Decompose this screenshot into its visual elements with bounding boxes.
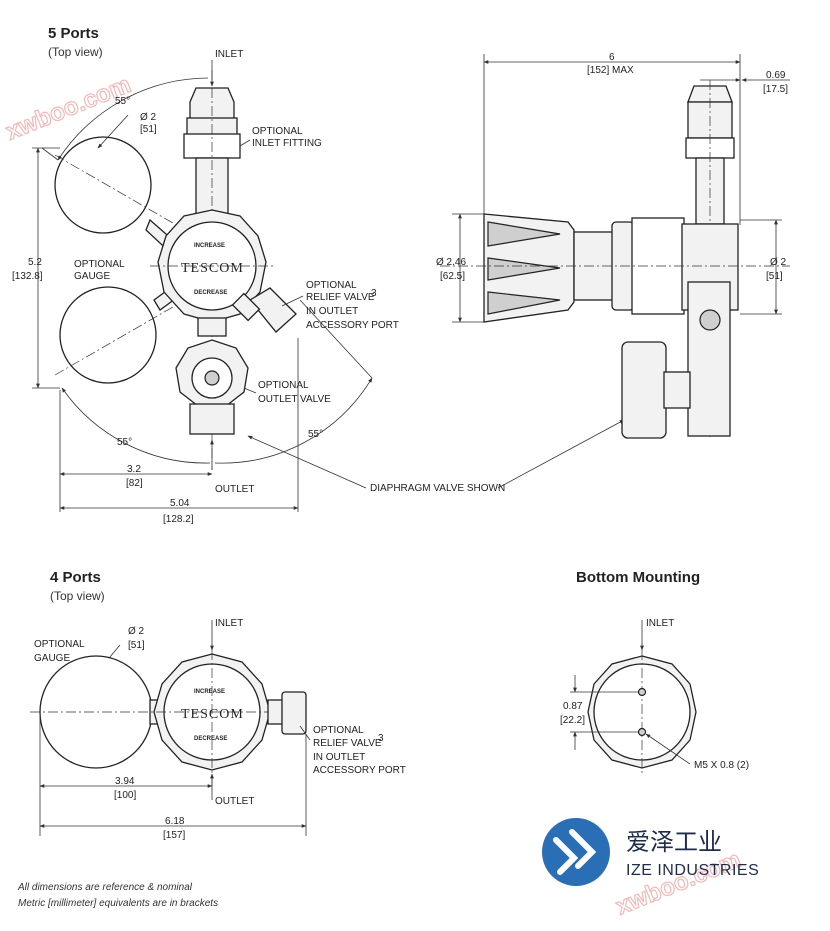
- diaphragm-note: DIAPHRAGM VALVE SHOWN: [370, 483, 505, 494]
- four-width-b: 6.18: [165, 816, 185, 827]
- five-height: 5.2: [28, 257, 42, 268]
- four-ports-drawing: INLET OPTIONAL GAUGE Ø 2 [51] INCREASE T…: [30, 618, 406, 841]
- side-view-drawing: 6 [152] MAX 0.69 [17.5] Ø 2.46 [62.5]: [436, 52, 790, 440]
- side-offset-mm: [17.5]: [763, 84, 788, 95]
- logo-cn-text: 爱泽工业: [626, 828, 722, 856]
- four-relief-2: RELIEF VALVE: [313, 738, 382, 749]
- five-ports-title: 5 Ports: [48, 25, 99, 42]
- five-width-b-mm: [128.2]: [163, 514, 194, 525]
- five-relief-2: RELIEF VALVE: [306, 292, 375, 303]
- side-offset: 0.69: [766, 70, 786, 81]
- logo-en-text: IZE INDUSTRIES: [626, 862, 759, 879]
- five-width-a: 3.2: [127, 464, 141, 475]
- watermark-top: xwboo.com: [2, 71, 135, 145]
- four-relief-1: OPTIONAL: [313, 725, 364, 736]
- lower-gauge-icon: [59, 286, 157, 384]
- five-outlet-valve-1: OPTIONAL: [258, 380, 309, 391]
- side-body-dia-mm: [51]: [766, 271, 783, 282]
- bottom-spacing: 0.87: [563, 701, 583, 712]
- footnote-2: Metric [millimeter] equivalents are in b…: [18, 898, 218, 909]
- four-width-a: 3.94: [115, 776, 135, 787]
- five-width-a-mm: [82]: [126, 478, 143, 489]
- four-gauge-dia-mm: [51]: [128, 640, 145, 651]
- five-outlet-valve-2: OUTLET VALVE: [258, 394, 331, 405]
- four-inlet-label: INLET: [215, 618, 243, 629]
- five-optional-gauge-1: OPTIONAL: [74, 259, 125, 270]
- five-outlet-label: OUTLET: [215, 484, 254, 495]
- five-relief-3: IN OUTLET: [306, 306, 358, 317]
- four-width-a-mm: [100]: [114, 790, 136, 801]
- five-inlet-fitting-2: INLET FITTING: [252, 138, 322, 149]
- four-optional-gauge-1: OPTIONAL: [34, 639, 85, 650]
- five-ports-subtitle: (Top view): [48, 45, 103, 59]
- side-length-mm: [152] MAX: [587, 65, 634, 76]
- five-optional-gauge-2: GAUGE: [74, 271, 110, 282]
- side-length: 6: [609, 52, 615, 63]
- side-outlet-body-icon: [687, 281, 731, 437]
- five-gauge-dia-mm: [51]: [140, 124, 157, 135]
- four-relief-3: IN OUTLET: [313, 752, 365, 763]
- four-relief-4: ACCESSORY PORT: [313, 765, 406, 776]
- relief-valve-icon: [249, 287, 297, 333]
- four-relief-valve-icon: [281, 691, 307, 735]
- side-handwheel-icon: [621, 341, 667, 439]
- four-width-b-mm: [157]: [163, 830, 185, 841]
- four-ports-title: 4 Ports: [50, 569, 101, 586]
- four-gauge-dia: Ø 2: [128, 626, 145, 637]
- five-height-mm: [132.8]: [12, 271, 43, 282]
- bottom-spacing-mm: [22.2]: [560, 715, 585, 726]
- four-optional-gauge-2: GAUGE: [34, 653, 70, 664]
- watermark-bottom: xwboo.com: [612, 846, 745, 920]
- side-knob-dia-mm: [62.5]: [440, 271, 465, 282]
- four-ports-subtitle: (Top view): [50, 589, 105, 603]
- mount-hole-top-icon: [637, 687, 647, 697]
- five-width-b: 5.04: [170, 498, 190, 509]
- five-inlet-fitting-1: OPTIONAL: [252, 126, 303, 137]
- bottom-inlet-label: INLET: [646, 618, 674, 629]
- company-logo: 爱泽工业 IZE INDUSTRIES: [542, 818, 759, 886]
- mount-hole-bottom-icon: [637, 727, 647, 737]
- bottom-mounting-drawing: INLET 0.87 [22.2] M5 X 0.8 (2): [560, 618, 749, 775]
- side-body-dia: Ø 2: [770, 257, 787, 268]
- four-increase-label: INCREASE: [194, 689, 225, 695]
- four-outlet-label: OUTLET: [215, 796, 254, 807]
- five-decrease-label: DECREASE: [194, 290, 227, 296]
- five-ports-drawing: INCREASE TESCOM DECREASE: [41, 70, 373, 470]
- bottom-mounting-title: Bottom Mounting: [576, 569, 700, 586]
- five-increase-label: INCREASE: [194, 243, 225, 249]
- five-inlet-label: INLET: [215, 49, 243, 60]
- five-angle-left: 55°: [117, 437, 132, 448]
- side-knob-dia: Ø 2.46: [436, 257, 466, 268]
- bottom-thread: M5 X 0.8 (2): [694, 760, 749, 771]
- upper-gauge-icon: [54, 136, 152, 234]
- five-gauge-dia: Ø 2: [140, 112, 157, 123]
- five-relief-sup: 3: [371, 288, 377, 299]
- four-brand-label: TESCOM: [181, 707, 244, 722]
- five-brand-label: TESCOM: [181, 261, 244, 276]
- four-relief-sup: 3: [378, 733, 384, 744]
- five-relief-4: ACCESSORY PORT: [306, 320, 399, 331]
- logo-mark-icon: [542, 818, 610, 886]
- five-angle-top: 55°: [115, 96, 130, 107]
- four-decrease-label: DECREASE: [194, 736, 227, 742]
- five-relief-1: OPTIONAL: [306, 280, 357, 291]
- footnote-1: All dimensions are reference & nominal: [17, 882, 193, 893]
- five-angle-right: 55°: [308, 429, 323, 440]
